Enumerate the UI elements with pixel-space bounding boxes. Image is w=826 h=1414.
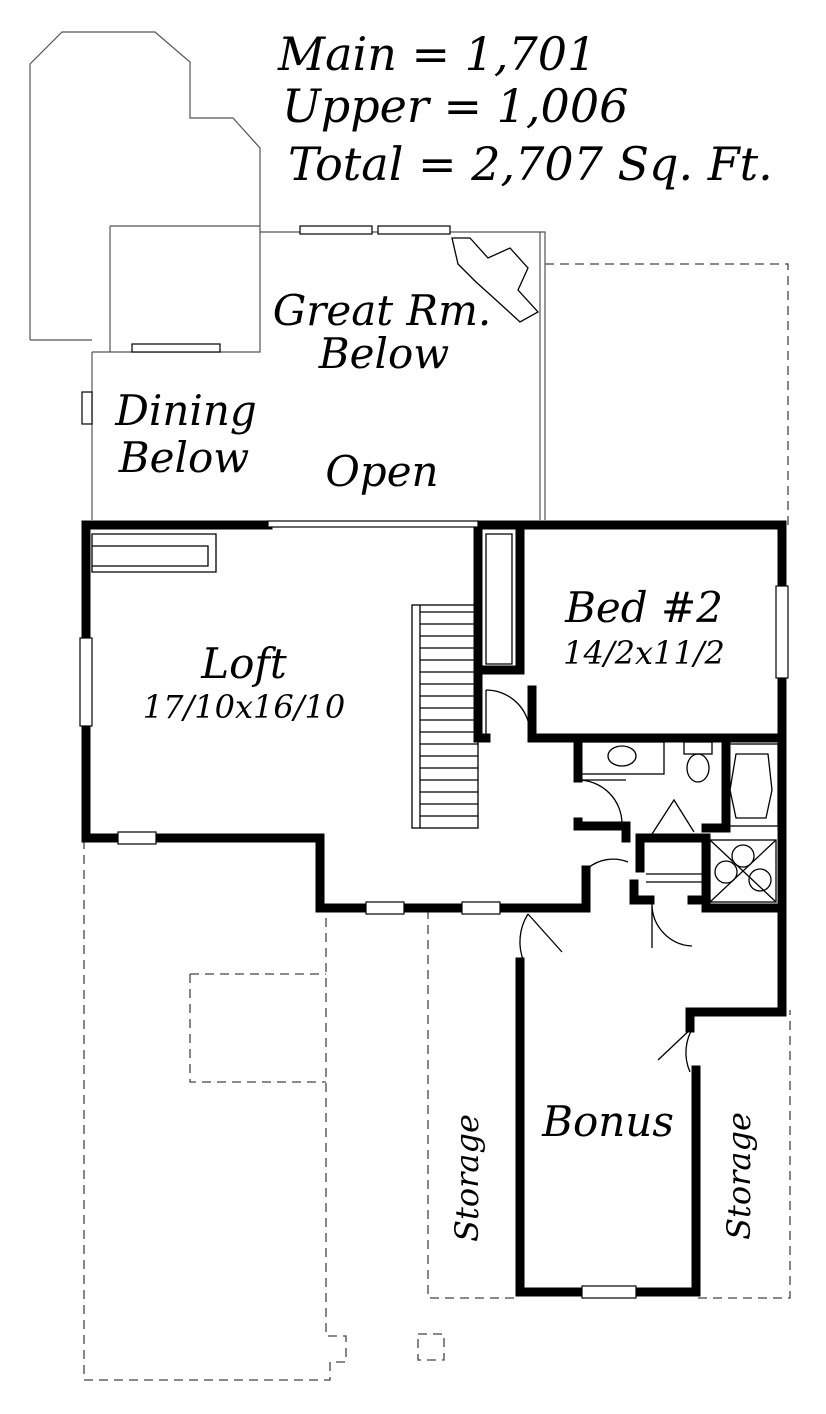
area-total: Total = 2,707 Sq. Ft.: [288, 137, 773, 191]
dining-label-line2: Below: [118, 433, 249, 482]
main-floor-outline: [29, 31, 546, 520]
loft-label: Loft: [200, 639, 287, 688]
sink-icon: [607, 745, 637, 767]
bed2-dimensions: 14/2x11/2: [563, 634, 725, 672]
bonus-label: Bonus: [541, 1097, 674, 1146]
storage-left-label: Storage: [448, 1114, 486, 1242]
stairs: [411, 604, 479, 829]
toilet-icon: [686, 753, 710, 783]
bed2-label: Bed #2: [564, 583, 723, 632]
open-label: Open: [325, 447, 438, 496]
great-room-label-line2: Below: [318, 329, 449, 378]
upper-windows: [79, 520, 789, 1299]
doors: [485, 689, 695, 1073]
fixtures: [91, 533, 706, 883]
area-summary: Main = 1,701 Upper = 1,006 Total = 2,707…: [277, 27, 773, 191]
storage-right-label: Storage: [720, 1112, 758, 1240]
dining-label-line1: Dining: [114, 386, 257, 435]
area-main: Main = 1,701: [277, 27, 596, 81]
dashed-roof-outlines: [83, 263, 791, 1381]
great-room-label-line1: Great Rm.: [273, 286, 492, 335]
room-labels: Great Rm. Below Dining Below Open Loft 1…: [114, 286, 758, 1242]
area-upper: Upper = 1,006: [282, 79, 628, 133]
bathroom: [579, 741, 779, 903]
bathtub-icon: [729, 753, 773, 819]
loft-dimensions: 17/10x16/10: [143, 688, 345, 726]
